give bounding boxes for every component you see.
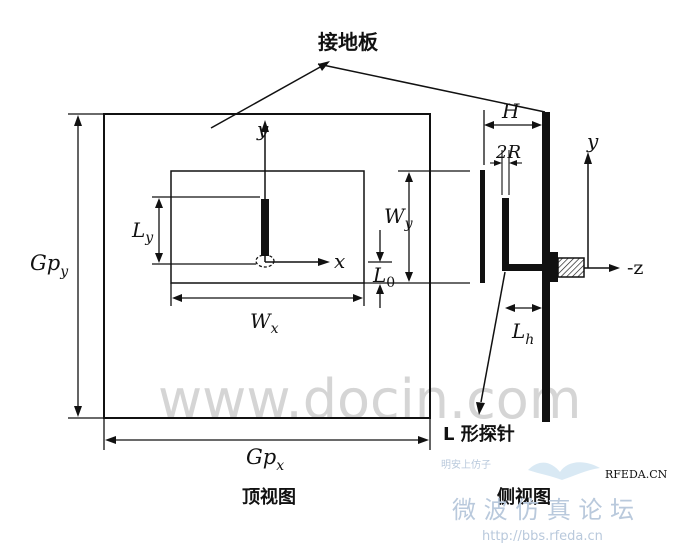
y-label-side: y [586, 129, 599, 153]
gpx-arrow-right [418, 436, 429, 444]
side-patch [480, 170, 485, 283]
lh-arrow-left [505, 304, 515, 312]
forum-logo-wings [528, 462, 600, 480]
probe-leader-arrow [476, 402, 485, 415]
y-axis-side-arrow [584, 152, 592, 164]
probe-bar-top [261, 199, 269, 256]
forum-url-watermark: http://bbs.rfeda.cn [482, 529, 603, 544]
side-view-caption: 侧视图 [497, 486, 551, 508]
ly-arrow-up [155, 198, 163, 208]
z-label: -z [627, 257, 643, 279]
ground-leader-1 [210, 65, 323, 129]
wy-arrow-up [405, 172, 413, 182]
patch-outline [170, 170, 365, 284]
top-view-caption: 顶视图 [242, 486, 296, 508]
forum-site-watermark: RFEDA.CN [605, 468, 668, 481]
connector-flange [550, 252, 558, 282]
ground-leader-2 [317, 63, 546, 113]
ground-plane-label: 接地板 [318, 30, 379, 54]
l0-arrow-down [376, 252, 384, 262]
h-arrow-right [532, 121, 542, 129]
probe-label: L 形探针 [443, 423, 515, 445]
wx-arrow-left [172, 294, 182, 302]
l0-arrow-up [376, 284, 384, 294]
feed-point [255, 254, 275, 268]
gpx-label: Gpx [246, 445, 284, 474]
h-label: H [501, 99, 520, 123]
l0-label: L0 [372, 263, 395, 291]
y-axis-top-arrow [261, 120, 269, 132]
connector-body [557, 257, 585, 278]
x-axis-arrow [318, 258, 330, 266]
ly-arrow-down [155, 253, 163, 263]
gpx-arrow-left [105, 436, 116, 444]
z-axis-arrow [609, 264, 620, 272]
two-r-label: 2R [495, 142, 521, 163]
wy-arrow-down [405, 272, 413, 282]
probe-leader [480, 271, 506, 403]
forum-slogan-watermark: 微 波 仿 真 论 坛 [452, 496, 634, 524]
lh-arrow-right [532, 304, 542, 312]
gpy-arrow-down [74, 406, 82, 417]
side-probe-horizontal [502, 264, 542, 271]
forum-tag-watermark: 明安上仿子 [441, 458, 491, 471]
y-label-top: y [256, 117, 269, 141]
gpy-arrow-up [74, 115, 82, 126]
gpy-label: Gpy [30, 251, 69, 280]
r-arrow-right [509, 160, 517, 166]
h-arrow-left [484, 121, 494, 129]
x-label: x [334, 249, 345, 273]
docin-watermark: www.docin.com [158, 368, 581, 431]
lh-label: Lh [511, 319, 534, 348]
r-arrow-left [494, 160, 502, 166]
wx-arrow-right [353, 294, 363, 302]
ground-plane-outline [103, 113, 431, 419]
side-ground-plane [542, 112, 550, 422]
ly-label: Ly [131, 218, 154, 246]
side-probe-vertical [502, 198, 509, 271]
wx-label: Wx [250, 309, 279, 337]
